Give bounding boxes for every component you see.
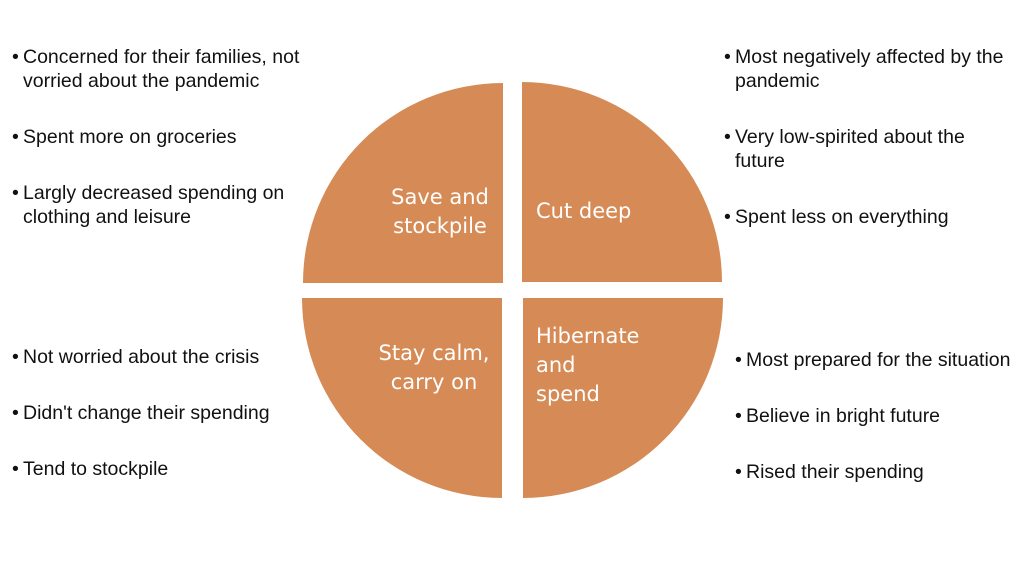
bullet-item: Largly decreased spending on clothing an…	[12, 181, 302, 229]
bullet-item: Most negatively affected by the pandemic	[724, 45, 1019, 93]
bullet-item: Believe in bright future	[735, 404, 1020, 428]
quadrant-label-hibernate-and-spend: Hibernate and spend	[536, 324, 640, 406]
bullet-item: Very low-spirited about the future	[724, 125, 1019, 173]
quadrant-save-and-stockpile	[303, 83, 503, 283]
bullet-item: Concerned for their families, not vorrie…	[12, 45, 302, 93]
bullet-item: Rised their spending	[735, 460, 1020, 484]
quadrant-label-cut-deep: Cut deep	[536, 199, 632, 223]
quadrant-stay-calm-carry-on	[302, 298, 502, 498]
bullet-item: Most prepared for the situation	[735, 348, 1020, 372]
quadrant-cut-deep	[522, 82, 722, 282]
bullet-list-stay-calm-carry-on: Not worried about the crisis Didn't chan…	[12, 345, 302, 481]
bullet-item: Didn't change their spending	[12, 401, 302, 425]
bullet-item: Tend to stockpile	[12, 457, 302, 481]
quadrant-hibernate-and-spend	[523, 298, 723, 498]
bullet-item: Spent less on everything	[724, 205, 1019, 229]
bullet-item: Not worried about the crisis	[12, 345, 302, 369]
bullet-item: Spent more on groceries	[12, 125, 302, 149]
bullet-list-hibernate-and-spend: Most prepared for the situation Believe …	[735, 348, 1020, 484]
bullet-list-cut-deep: Most negatively affected by the pandemic…	[724, 45, 1019, 229]
quadrant-label-stay-calm-carry-on: Stay calm, carry on	[378, 341, 490, 394]
quadrant-label-save-and-stockpile: Save and stockpile	[391, 185, 489, 238]
bullet-list-save-and-stockpile: Concerned for their families, not vorrie…	[12, 45, 302, 229]
